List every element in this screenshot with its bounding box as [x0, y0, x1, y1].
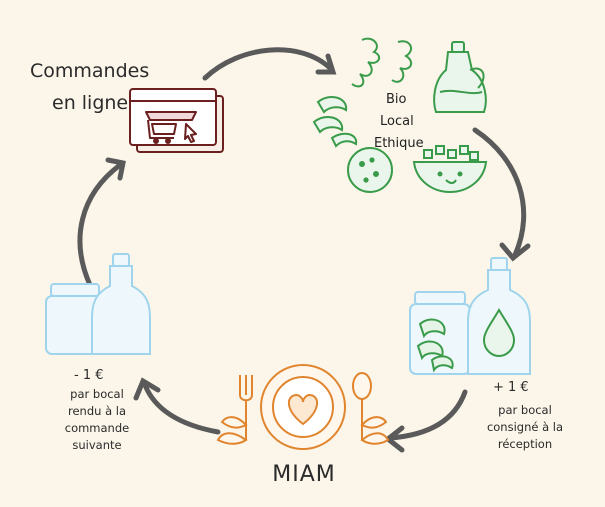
products-label-bio: Bio: [386, 92, 407, 107]
oil-bottle-icon: [433, 41, 487, 113]
water-drop-icon: [482, 308, 516, 358]
filled-jars-icon: [409, 257, 531, 375]
leaf-right-icon-2: [360, 416, 388, 429]
arrowhead-5: [105, 157, 126, 181]
deposit-returned-line4: suivante: [72, 438, 122, 452]
products-label-ethique: Ethique: [374, 136, 424, 151]
online-orders-label-line1: Commandes: [30, 60, 150, 82]
deposit-received-line3: réception: [497, 437, 553, 451]
fusilli-pasta-icon: [351, 37, 381, 88]
meal-label: MIAM: [272, 462, 336, 487]
deposit-returned-line3: commande: [64, 421, 130, 435]
food-illustrations: [312, 37, 488, 194]
arrowhead-1: [315, 53, 337, 75]
fusilli-pasta-icon-2: [391, 40, 413, 83]
leaf-left-icon-2: [220, 416, 248, 429]
arrow-orders-to-products: [202, 47, 333, 81]
heart-icon: [288, 393, 318, 426]
deposit-returned-line2: rendu à la: [67, 404, 127, 418]
leaf-left-icon: [216, 432, 248, 445]
arrowhead-2: [499, 242, 531, 262]
products-label-local: Local: [380, 114, 414, 129]
cashew-nuts-icon: [312, 95, 358, 148]
leaf-right-icon: [360, 432, 390, 445]
online-orders-label-line2: en ligne: [52, 92, 129, 114]
arrow-products-to-jars: [472, 127, 527, 258]
deposit-received-line2: consigné à la: [486, 420, 564, 434]
cookie-icon: [347, 147, 393, 193]
arrow-empty-jars-to-orders: [77, 162, 123, 288]
online-shop-icon: [129, 88, 224, 153]
deposit-returned-line1: par bocal: [70, 387, 124, 401]
arrow-jars-to-meal: [387, 389, 468, 441]
spoon-icon: [352, 372, 372, 440]
fork-icon: [239, 375, 253, 440]
salad-bowl-icon: [412, 145, 488, 194]
empty-jars-icon: [45, 253, 151, 355]
beans-in-jar-icon: [416, 318, 454, 373]
arrow-meal-to-empty-jars: [142, 382, 221, 435]
arrowhead-4: [133, 377, 161, 401]
deposit-received-amount: + 1 €: [493, 380, 529, 395]
meal-plate-icon: [216, 364, 390, 450]
deposit-received-line1: par bocal: [498, 403, 552, 417]
deposit-returned-amount: - 1 €: [74, 368, 104, 383]
